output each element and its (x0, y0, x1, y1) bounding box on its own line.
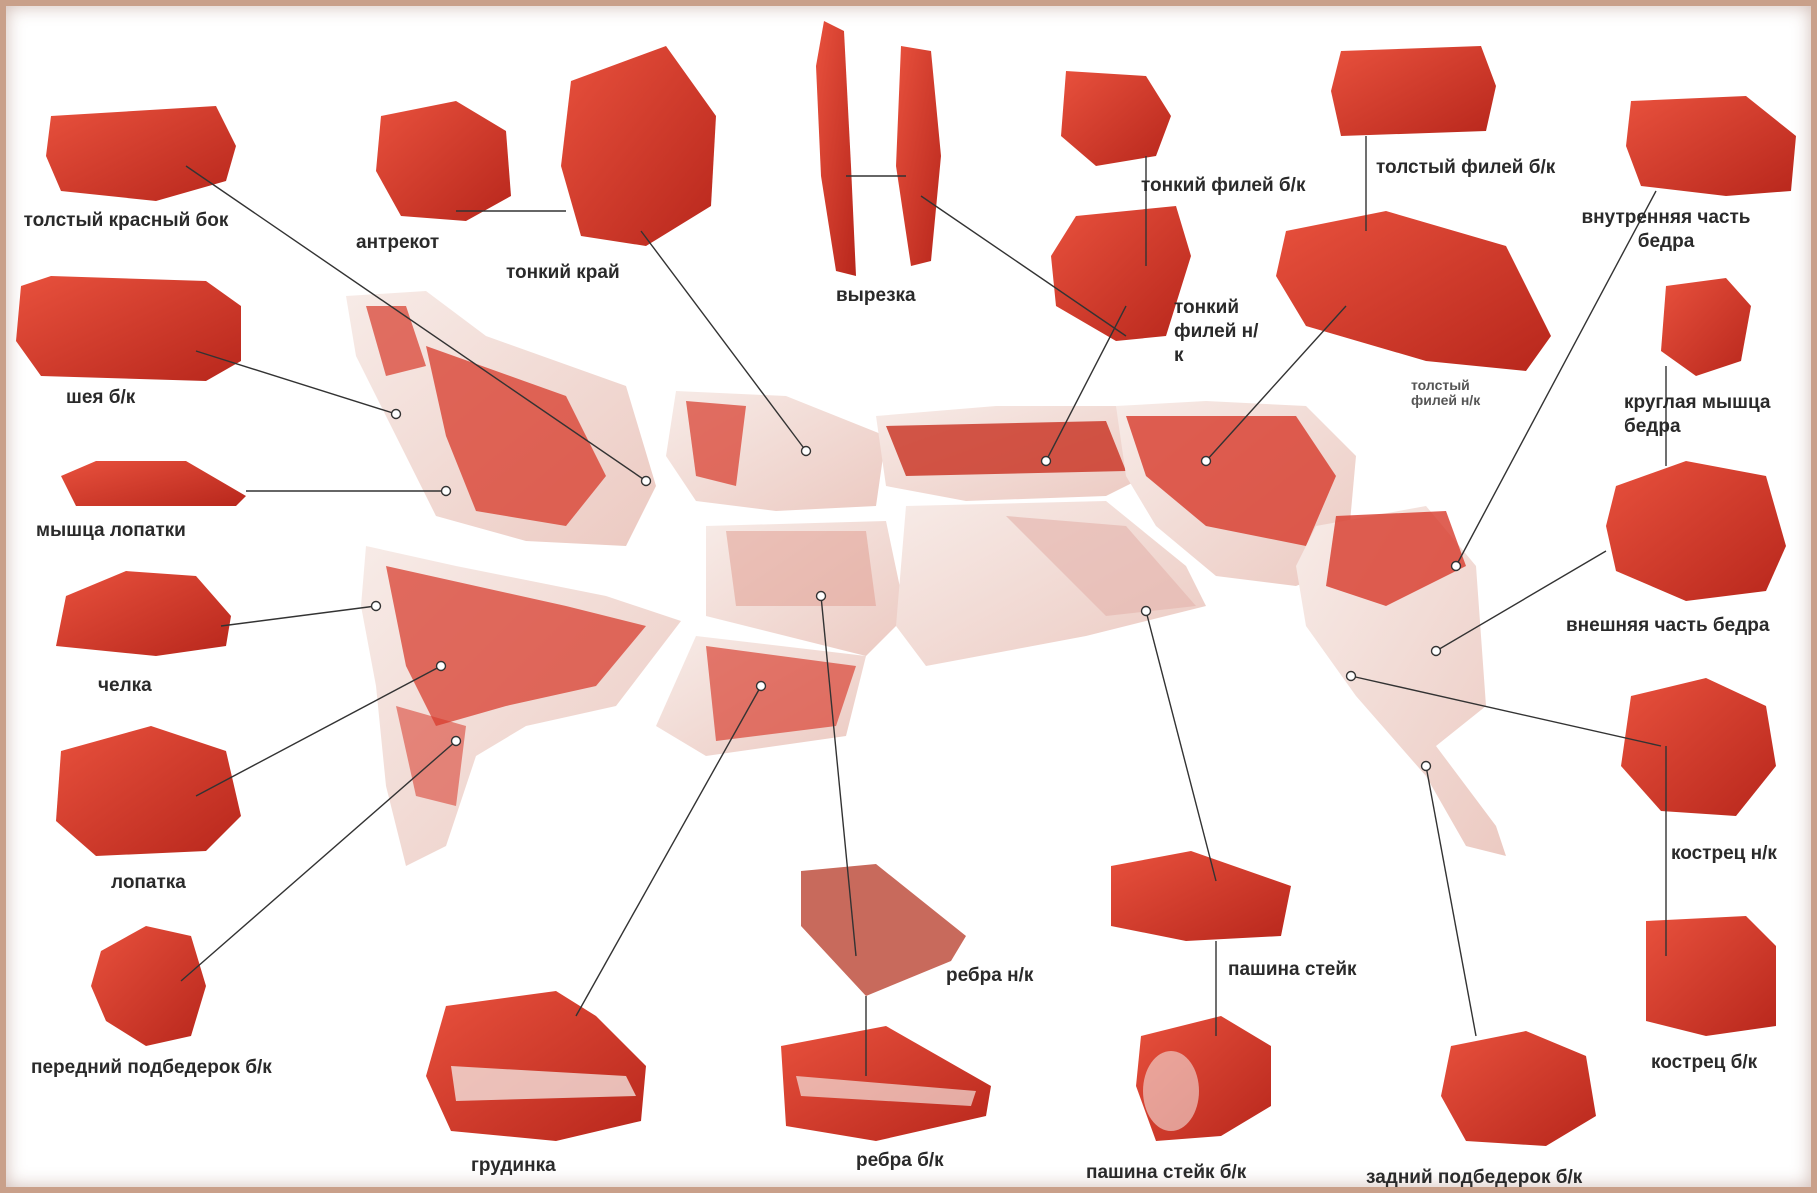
label-tolstyi-filei-nk: толстый филей н/к (1411, 378, 1496, 409)
cut-tolstyi-krasnyi-bok (46, 106, 236, 201)
cut-grudinka (426, 991, 646, 1141)
label-lopatka: лопатка (111, 871, 186, 895)
label-tonkii-filei-bk: тонкий филей б/к (1141, 174, 1305, 198)
cut-lopatka (56, 726, 241, 856)
label-kostrec-nk: кострец н/к (1671, 842, 1777, 866)
label-vneshnyaya-chast-bedra: внешняя часть бедра (1566, 614, 1769, 638)
label-perednii-podbederok-bk: передний подбедерок б/к (31, 1056, 272, 1080)
label-kostrec-bk: кострец б/к (1651, 1051, 1757, 1075)
label-kruglaya-myshca-bedra: круглая мышца бедра (1624, 391, 1804, 439)
label-pashina-steik: пашина стейк (1228, 958, 1357, 982)
cut-kostrec-nk (1621, 678, 1776, 816)
label-rebra-bk: ребра б/к (856, 1149, 944, 1173)
label-pashina-steik-bk: пашина стейк б/к (1086, 1161, 1246, 1185)
cut-vnutrennyaya-chast-bedra (1626, 96, 1796, 196)
cut-pashina-steik (1111, 851, 1291, 941)
label-tonkii-filei-nk: тонкий филей н/к (1174, 296, 1264, 367)
cut-tolstyi-filei-bk (1331, 46, 1496, 136)
label-zadnii-podbederok-bk: задний подбедерок б/к (1366, 1166, 1582, 1187)
cut-rebra-nk (801, 864, 966, 996)
cut-tonkii-krai (561, 46, 716, 246)
carcass-center (346, 291, 1506, 866)
label-sheya-bk: шея б/к (66, 386, 135, 410)
cut-sheya-bk (16, 276, 241, 381)
label-tonkii-krai: тонкий край (506, 261, 620, 285)
cut-vneshnyaya-chast-bedra (1606, 461, 1786, 601)
label-antrekot: антрекот (356, 231, 439, 255)
label-tolstyi-filei-bk: толстый филей б/к (1376, 156, 1555, 180)
cut-tonkii-filei-nk (1051, 206, 1191, 341)
label-chelka: челка (98, 674, 152, 698)
cut-tonkii-filei-bk (1061, 71, 1171, 166)
diagram-frame: толстый красный бок антрекот тонкий край… (6, 6, 1811, 1187)
label-rebra-nk: ребра н/к (946, 964, 1033, 988)
cut-zadnii-podbederok-bk (1441, 1031, 1596, 1146)
cut-perednii-podbederok-bk (91, 926, 206, 1046)
cut-vyrezka-2 (896, 46, 941, 266)
label-myshca-lopatki: мышца лопатки (36, 519, 186, 543)
label-tolstyi-krasnyi-bok: толстый красный бок (21, 209, 231, 233)
cut-vyrezka-1 (816, 21, 856, 276)
cut-kruglaya-myshca-bedra (1661, 278, 1751, 376)
cut-antrekot (376, 101, 511, 221)
label-vnutrennyaya-chast-bedra: внутренняя часть бедра (1561, 206, 1771, 254)
cut-myshca-lopatki (61, 461, 246, 506)
label-grudinka: грудинка (471, 1154, 556, 1178)
label-vyrezka: вырезка (836, 284, 916, 308)
cut-tolstyi-filei-nk (1276, 211, 1551, 371)
cut-chelka (56, 571, 231, 656)
carcass-diagram (6, 6, 1811, 1187)
